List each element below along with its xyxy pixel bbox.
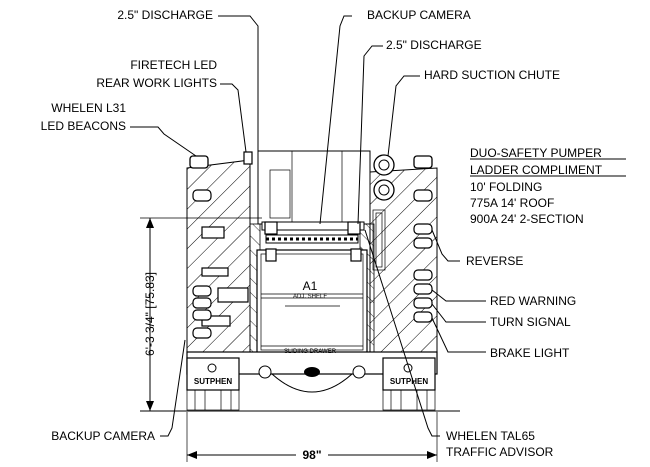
ladder-item-1: 10' FOLDING [470, 180, 542, 194]
callout-traffic-line1: WHELEN TAL65 [446, 429, 535, 443]
callout-red-warning: RED WARNING [490, 294, 576, 308]
beacon-left [189, 155, 209, 169]
brand-badge-left: SUTPHEN [194, 377, 232, 386]
width-dimension: 98" [186, 412, 438, 462]
callout-turn-signal: TURN SIGNAL [490, 315, 571, 329]
callout-discharge-left: 2.5" DISCHARGE [117, 8, 213, 22]
discharge-right-fitting [347, 221, 361, 235]
callout-backup-camera-bottom: BACKUP CAMERA [51, 429, 155, 443]
shelf-label: ADJ. SHELF [293, 294, 327, 300]
callout-beacons-line2: LED BEACONS [41, 119, 126, 133]
compartment-a1 [256, 249, 368, 355]
ladder-item-2: 775A 14' ROOF [470, 196, 554, 210]
left-light-column [192, 189, 212, 339]
work-light [243, 151, 253, 165]
ladder-compliment-box: DUO-SAFETY PUMPER LADDER COMPLIMENT 10' … [470, 146, 626, 226]
callout-traffic-line2: TRAFFIC ADVISOR [446, 445, 554, 459]
discharge-left-fitting [264, 221, 278, 235]
height-dimension: 6'-3 3/4" [75.83] [140, 217, 262, 411]
discharge-bar [261, 221, 365, 231]
callout-discharge-right: 2.5" DISCHARGE [386, 38, 482, 52]
callout-beacons-line1: WHELEN L31 [51, 101, 126, 115]
ladder-title-line1: DUO-SAFETY PUMPER [470, 146, 602, 160]
leader-lines [130, 15, 486, 437]
width-dimension-label: 98" [302, 448, 321, 462]
callout-work-lights-line1: FIRETECH LED [130, 58, 217, 72]
callout-reverse: REVERSE [466, 254, 523, 268]
red-warning-light [413, 283, 433, 295]
callout-work-lights-line2: REAR WORK LIGHTS [96, 76, 217, 90]
brake-light [413, 311, 433, 323]
backup-camera-bottom [304, 367, 320, 377]
callout-backup-camera-top: BACKUP CAMERA [367, 8, 471, 22]
ladder-title-line2: LADDER COMPLIMENT [470, 163, 603, 177]
mud-flap-right [382, 357, 436, 391]
truck-body [140, 150, 460, 412]
callout-hard-suction: HARD SUCTION CHUTE [424, 68, 560, 82]
callout-brake-light: BRAKE LIGHT [490, 346, 570, 360]
hitch-area [271, 373, 353, 393]
upper-center-box [257, 150, 371, 225]
upper-door [269, 169, 291, 219]
height-dimension-label: 6'-3 3/4" [75.83] [143, 272, 157, 356]
right-light-column [413, 189, 433, 323]
reverse-light [413, 223, 433, 235]
drawer-label: SLIDING DRAWER [284, 349, 337, 355]
ladder-item-3: 900A 24' 2-SECTION [470, 212, 584, 226]
beacon-right [413, 155, 433, 169]
turn-signal-light [413, 297, 433, 309]
brand-badge-right: SUTPHEN [390, 377, 428, 386]
hard-suction-chute [373, 154, 395, 176]
compartment-label: A1 [303, 279, 318, 293]
